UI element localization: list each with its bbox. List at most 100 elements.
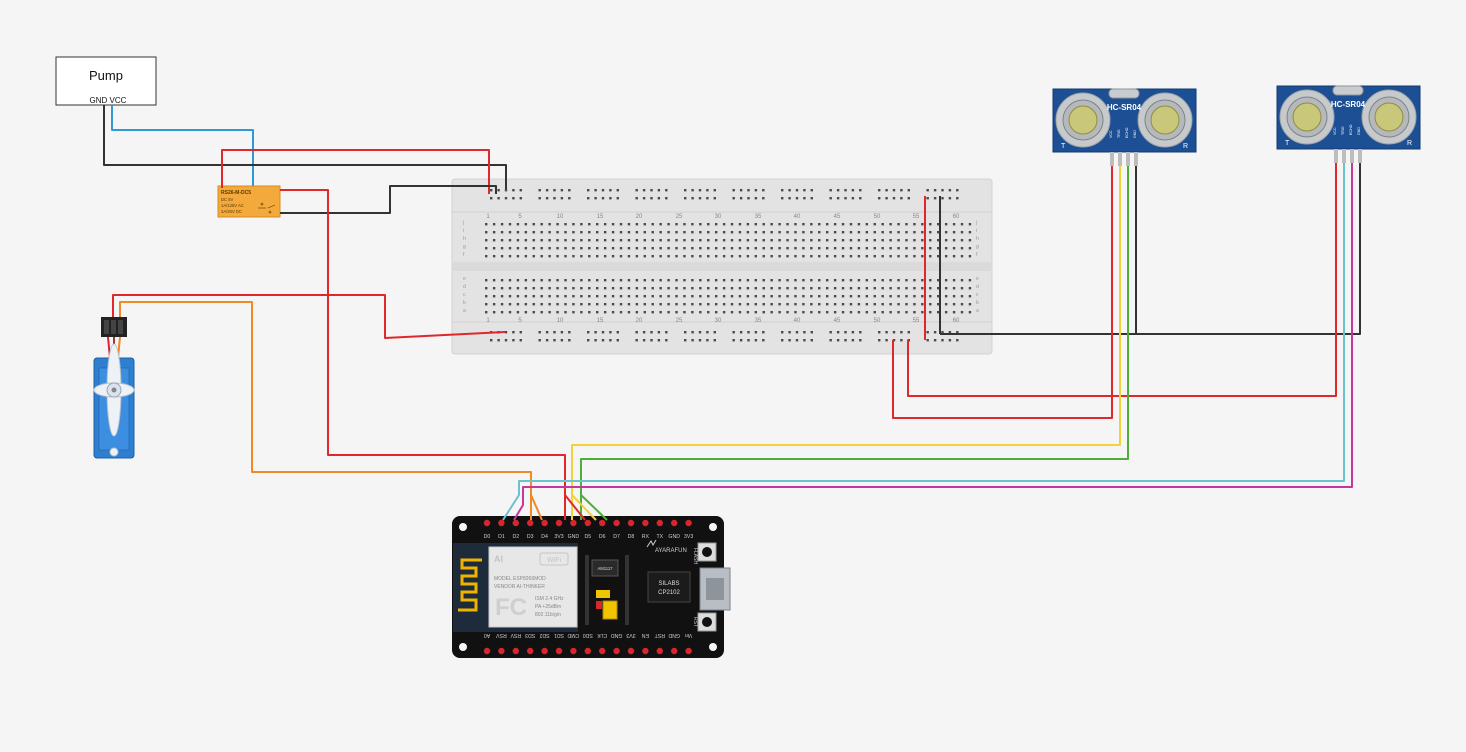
breadboard-hole[interactable] [929, 279, 932, 282]
breadboard-hole[interactable] [778, 311, 781, 314]
relay-module[interactable]: RS26-M-DC5 DC 5V 1A/125V AC 2A/30V DC [217, 185, 281, 218]
breadboard-hole[interactable] [675, 295, 678, 298]
breadboard-hole[interactable] [706, 189, 709, 192]
breadboard-hole[interactable] [691, 197, 694, 200]
mcu-pin[interactable] [498, 647, 505, 655]
breadboard-hole[interactable] [833, 223, 837, 226]
breadboard-hole[interactable] [859, 339, 862, 342]
breadboard-hole[interactable] [532, 295, 535, 298]
breadboard-hole[interactable] [675, 231, 678, 234]
breadboard-hole[interactable] [833, 295, 837, 298]
breadboard-hole[interactable] [788, 339, 791, 342]
breadboard-hole[interactable] [738, 255, 742, 258]
breadboard-hole[interactable] [492, 295, 496, 298]
wires[interactable] [103, 105, 1361, 521]
breadboard-hole[interactable] [532, 231, 535, 234]
breadboard-hole[interactable] [492, 231, 496, 234]
breadboard-hole[interactable] [627, 223, 631, 226]
breadboard-hole[interactable] [739, 197, 743, 200]
breadboard-hole[interactable] [707, 247, 710, 250]
breadboard-hole[interactable] [580, 287, 583, 290]
mcu-pin[interactable] [627, 647, 635, 655]
breadboard-hole[interactable] [707, 279, 710, 282]
breadboard-hole[interactable] [699, 231, 702, 234]
breadboard-hole[interactable] [564, 247, 567, 250]
breadboard-hole[interactable] [588, 311, 591, 314]
breadboard-hole[interactable] [548, 239, 551, 242]
breadboard-hole[interactable] [691, 311, 694, 314]
breadboard-hole[interactable] [485, 303, 488, 306]
breadboard-hole[interactable] [532, 303, 535, 306]
breadboard-hole[interactable] [657, 331, 661, 334]
breadboard-hole[interactable] [786, 223, 789, 226]
breadboard-hole[interactable] [512, 197, 515, 200]
breadboard-hole[interactable] [627, 287, 631, 290]
breadboard-hole[interactable] [810, 223, 813, 226]
breadboard-hole[interactable] [699, 255, 702, 258]
sensor-2-pin[interactable] [1350, 149, 1354, 163]
breadboard-hole[interactable] [746, 231, 750, 234]
breadboard-hole[interactable] [833, 279, 837, 282]
breadboard-hole[interactable] [905, 223, 908, 226]
breadboard-hole[interactable] [770, 311, 773, 314]
breadboard-hole[interactable] [540, 279, 543, 282]
breadboard-hole[interactable] [500, 279, 504, 282]
breadboard-hole[interactable] [596, 231, 599, 234]
mcu-pin[interactable] [671, 519, 678, 527]
wire-pump-vcc[interactable] [111, 105, 254, 186]
breadboard-hole[interactable] [841, 239, 845, 242]
breadboard-hole[interactable] [795, 331, 799, 334]
breadboard-hole[interactable] [596, 255, 599, 258]
mcu-pin[interactable] [584, 647, 591, 655]
breadboard-hole[interactable] [508, 239, 512, 242]
breadboard-hole[interactable] [564, 239, 567, 242]
breadboard-hole[interactable] [829, 331, 832, 334]
breadboard-hole[interactable] [564, 303, 567, 306]
breadboard-hole[interactable] [794, 255, 797, 258]
breadboard-hole[interactable] [568, 339, 571, 342]
breadboard-hole[interactable] [714, 247, 718, 250]
breadboard-hole[interactable] [485, 295, 488, 298]
breadboard-hole[interactable] [540, 239, 543, 242]
breadboard-hole[interactable] [485, 255, 488, 258]
breadboard-hole[interactable] [892, 197, 896, 200]
breadboard-hole[interactable] [619, 239, 623, 242]
mcu-pin[interactable] [642, 519, 649, 527]
breadboard-hole[interactable] [881, 295, 884, 298]
breadboard-hole[interactable] [490, 197, 493, 200]
breadboard-hole[interactable] [851, 197, 855, 200]
breadboard-hole[interactable] [857, 223, 861, 226]
breadboard-hole[interactable] [667, 279, 670, 282]
breadboard-hole[interactable] [754, 287, 758, 290]
breadboard-hole[interactable] [588, 231, 591, 234]
breadboard-hole[interactable] [707, 295, 710, 298]
breadboard-hole[interactable] [810, 287, 813, 290]
breadboard-hole[interactable] [684, 197, 687, 200]
breadboard-hole[interactable] [786, 247, 789, 250]
breadboard-hole[interactable] [905, 295, 908, 298]
breadboard-hole[interactable] [596, 303, 599, 306]
breadboard-hole[interactable] [738, 223, 742, 226]
breadboard-hole[interactable] [795, 197, 799, 200]
breadboard-hole[interactable] [754, 295, 758, 298]
wire-mcu-green-end[interactable] [580, 494, 608, 521]
breadboard-hole[interactable] [707, 223, 710, 226]
mcu-pin[interactable] [541, 519, 548, 527]
breadboard-hole[interactable] [937, 231, 940, 234]
breadboard-hole[interactable] [889, 279, 892, 282]
breadboard-hole[interactable] [548, 223, 551, 226]
breadboard-hole[interactable] [730, 311, 734, 314]
breadboard-hole[interactable] [873, 247, 876, 250]
breadboard-hole[interactable] [532, 311, 535, 314]
breadboard-hole[interactable] [580, 223, 583, 226]
breadboard-hole[interactable] [941, 331, 944, 334]
breadboard-hole[interactable] [603, 311, 607, 314]
breadboard-hole[interactable] [722, 295, 726, 298]
breadboard-hole[interactable] [524, 295, 528, 298]
breadboard-hole[interactable] [786, 231, 789, 234]
breadboard-hole[interactable] [601, 331, 605, 334]
breadboard-hole[interactable] [635, 247, 639, 250]
breadboard-hole[interactable] [665, 189, 668, 192]
breadboard-hole[interactable] [504, 197, 508, 200]
